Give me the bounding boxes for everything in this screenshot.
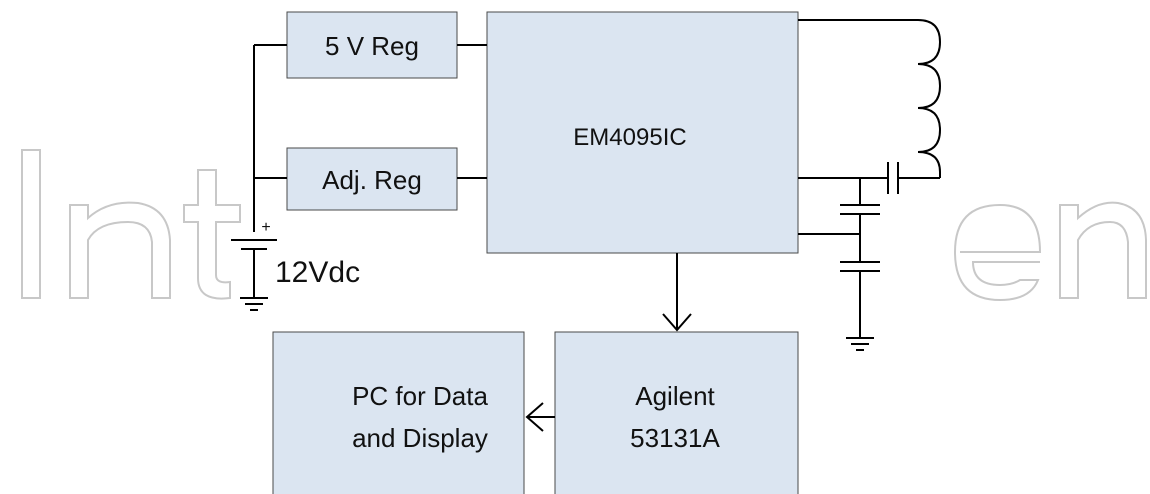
counter-label-line1: Agilent <box>635 381 715 411</box>
regulator-5v-label: 5 V Reg <box>325 31 419 61</box>
counter-block: Agilent 53131A <box>554 331 799 494</box>
pc-block: PC for Data and Display <box>272 331 525 494</box>
ic-label: EM4095IC <box>573 124 686 151</box>
counter-label-line2: 53131A <box>630 423 720 453</box>
antenna-coil <box>917 19 942 173</box>
ic-block: EM4095IC <box>486 11 799 254</box>
regulator-5v-block: 5 V Reg <box>286 11 458 79</box>
watermark-logo <box>21 149 1147 302</box>
battery-voltage-label: 12Vdc <box>275 256 360 289</box>
pc-label-line2: and Display <box>352 423 488 453</box>
adjustable-regulator-block: Adj. Reg <box>286 147 458 211</box>
arrowhead-left <box>525 402 544 432</box>
pc-label-line1: PC for Data <box>352 381 488 411</box>
battery-polarity-label: + <box>261 219 270 236</box>
adjustable-regulator-label: Adj. Reg <box>322 165 422 195</box>
arrowhead-down <box>662 313 692 332</box>
wiring <box>231 19 942 432</box>
